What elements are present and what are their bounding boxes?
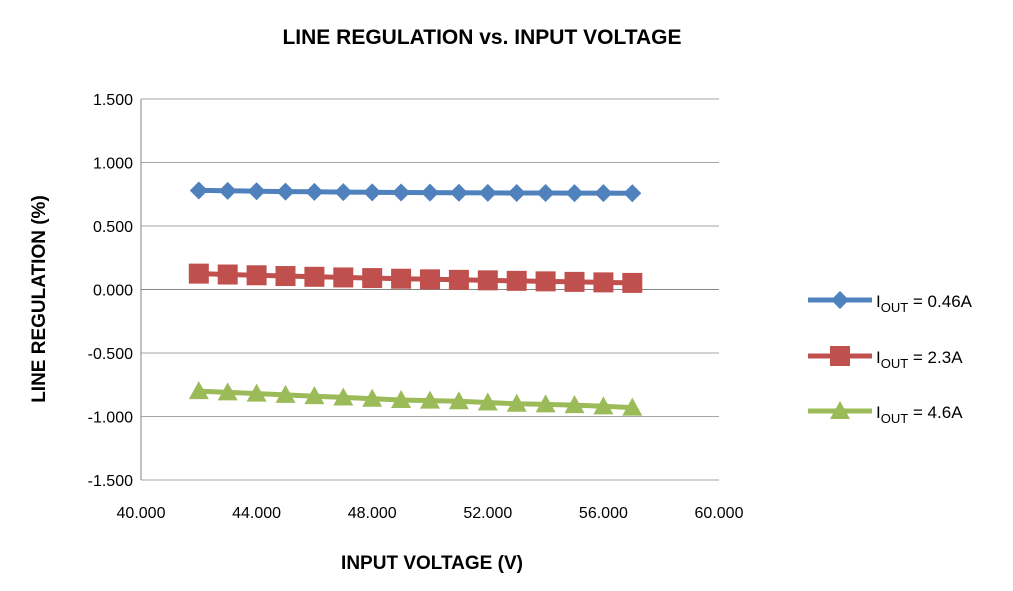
data-point: [304, 386, 325, 405]
data-point: [535, 394, 556, 413]
data-point: [622, 272, 643, 293]
data-point: [448, 391, 469, 410]
chart-title: LINE REGULATION vs. INPUT VOLTAGE: [282, 26, 681, 49]
data-point: [276, 182, 295, 201]
legend-label: IOUT = 0.46A: [876, 292, 973, 315]
x-tick-label: 40.000: [117, 505, 166, 522]
data-point: [246, 265, 267, 286]
data-point: [217, 264, 238, 285]
data-point: [421, 183, 439, 202]
data-point: [363, 183, 382, 202]
data-point: [334, 183, 353, 202]
data-point: [188, 263, 209, 284]
data-point: [333, 267, 354, 288]
legend-item: IOUT = 4.6A: [808, 401, 963, 426]
data-point: [507, 183, 526, 202]
legend-marker: [830, 346, 850, 366]
data-point: [536, 183, 555, 202]
y-tick-label: -1.500: [88, 473, 133, 490]
series-layer: [188, 181, 643, 416]
series-2: [188, 263, 643, 293]
data-point: [304, 266, 325, 287]
data-point: [218, 181, 237, 200]
data-point: [391, 389, 412, 408]
data-point: [188, 381, 209, 400]
data-point: [448, 269, 469, 290]
data-point: [420, 390, 440, 409]
data-point: [392, 183, 411, 202]
series-line: [198, 388, 633, 411]
series-1: [189, 181, 642, 203]
chart-legend: IOUT = 0.46A IOUT = 2.3A IOUT = 4.6A: [808, 291, 973, 426]
legend-marker: [830, 401, 850, 419]
data-point: [333, 387, 354, 406]
y-tick-label: 0.000: [93, 283, 133, 300]
y-axis-title: LINE REGULATION (%): [29, 195, 50, 403]
data-point: [275, 266, 296, 287]
data-point: [362, 388, 383, 407]
data-point: [564, 395, 585, 414]
data-point: [217, 382, 238, 401]
data-point: [593, 272, 614, 293]
data-point: [246, 383, 267, 402]
legend-item: IOUT = 2.3A: [808, 346, 963, 371]
data-point: [362, 268, 383, 289]
legend-label: IOUT = 4.6A: [876, 403, 963, 426]
data-point: [477, 392, 498, 411]
y-tick-label: 1.500: [93, 92, 133, 109]
data-point: [565, 184, 584, 203]
data-point: [478, 183, 497, 202]
x-axis-ticks: 40.000 44.000 48.000 52.000 56.000 60.000: [117, 505, 744, 522]
series-3: [188, 381, 643, 416]
data-point: [391, 268, 412, 289]
data-point: [275, 384, 296, 403]
x-tick-label: 60.000: [695, 505, 744, 522]
y-tick-label: -0.500: [88, 346, 133, 363]
y-axis-ticks: 1.500 1.000 0.500 0.000 -0.500 -1.000 -1.500: [88, 92, 133, 490]
data-point: [477, 270, 498, 291]
series-line: [198, 187, 633, 196]
data-point: [506, 393, 527, 412]
y-tick-label: 1.000: [93, 156, 133, 173]
legend-marker: [831, 291, 849, 309]
x-tick-label: 44.000: [232, 505, 281, 522]
data-point: [189, 181, 208, 200]
y-tick-label: 0.500: [93, 219, 133, 236]
y-tick-label: -1.000: [88, 410, 133, 427]
data-point: [305, 182, 324, 201]
data-point: [449, 183, 468, 202]
data-point: [594, 184, 613, 203]
x-axis-title: INPUT VOLTAGE (V): [341, 553, 523, 574]
data-point: [593, 396, 614, 415]
data-point: [564, 271, 585, 292]
data-point: [247, 182, 266, 201]
legend-label: IOUT = 2.3A: [876, 348, 963, 371]
data-point: [506, 270, 527, 291]
x-tick-label: 48.000: [348, 505, 397, 522]
data-point: [420, 269, 440, 290]
data-point: [623, 184, 642, 203]
data-point: [535, 271, 556, 292]
legend-item: IOUT = 0.46A: [808, 291, 973, 315]
x-tick-label: 52.000: [463, 505, 512, 522]
x-tick-label: 56.000: [579, 505, 628, 522]
data-point: [622, 397, 643, 416]
series-line: [198, 271, 633, 286]
plot-grid: [140, 98, 719, 481]
